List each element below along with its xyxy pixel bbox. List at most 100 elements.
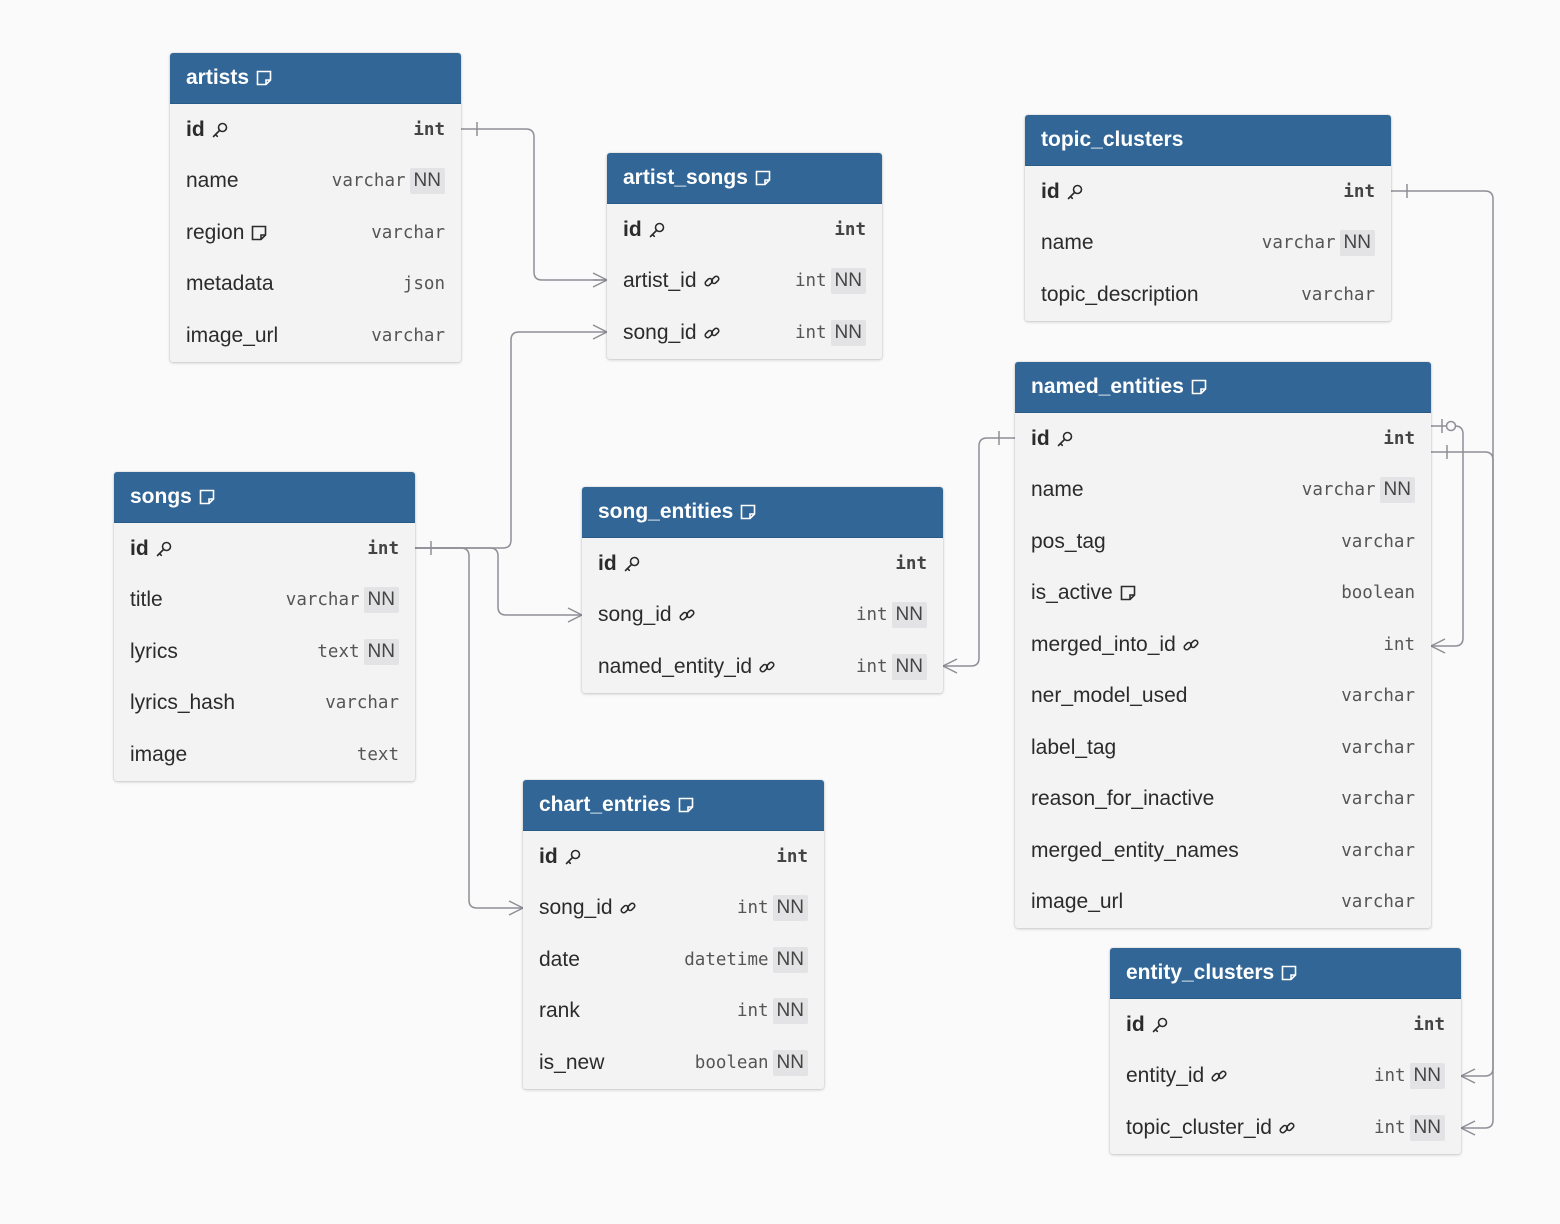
field-type: int bbox=[855, 656, 888, 677]
field-name: artist_id bbox=[623, 269, 721, 293]
field-row[interactable]: image_url varchar bbox=[170, 310, 461, 362]
field-type: int bbox=[1383, 428, 1415, 449]
field-name-text: lyrics bbox=[130, 639, 178, 663]
table-header[interactable]: songs bbox=[114, 472, 415, 523]
table-header[interactable]: artists bbox=[170, 53, 461, 104]
field-type: int bbox=[1373, 1066, 1406, 1087]
table-header[interactable]: chart_entries bbox=[523, 780, 824, 831]
field-type: int bbox=[736, 1001, 769, 1022]
field-name: song_id bbox=[598, 603, 696, 627]
many-marker bbox=[1460, 1120, 1476, 1136]
field-name-text: name bbox=[1031, 478, 1084, 502]
not-null-badge: NN bbox=[772, 998, 808, 1025]
field-name: is_new bbox=[539, 1051, 604, 1075]
note-icon bbox=[739, 503, 757, 521]
field-name: id bbox=[598, 552, 641, 576]
link-icon bbox=[758, 658, 776, 676]
link-artists-artist-songs bbox=[461, 128, 607, 281]
field-type: int bbox=[834, 219, 866, 240]
field-type: varchar bbox=[371, 325, 445, 346]
field-name: rank bbox=[539, 999, 580, 1023]
not-null-badge: NN bbox=[830, 268, 866, 295]
table-header[interactable]: artist_songs bbox=[607, 153, 882, 204]
field-name-text: date bbox=[539, 947, 580, 971]
field-name: merged_into_id bbox=[1031, 633, 1200, 657]
field-name: reason_for_inactive bbox=[1031, 787, 1214, 811]
key-icon bbox=[564, 848, 582, 866]
field-name: image_url bbox=[186, 324, 278, 348]
field-name-text: song_id bbox=[598, 603, 672, 627]
table-header[interactable]: entity_clusters bbox=[1110, 948, 1461, 999]
note-icon bbox=[1280, 964, 1298, 982]
field-name-text: artist_id bbox=[623, 269, 697, 293]
link-icon bbox=[1278, 1119, 1296, 1137]
table-header[interactable]: topic_clusters bbox=[1025, 115, 1391, 166]
note-icon bbox=[250, 224, 268, 242]
field-name-text: reason_for_inactive bbox=[1031, 787, 1215, 811]
field-type: varchar bbox=[1341, 789, 1415, 810]
field-type: text bbox=[356, 744, 399, 765]
many-marker bbox=[942, 658, 958, 674]
field-type: varchar bbox=[1341, 892, 1415, 913]
field-name: name bbox=[1031, 478, 1084, 502]
table-header[interactable]: named_entities bbox=[1015, 362, 1431, 413]
field-name-text: is_new bbox=[539, 1050, 605, 1074]
field-name: is_active bbox=[1031, 581, 1137, 605]
field-type: boolean bbox=[1341, 583, 1415, 604]
field-name: song_id bbox=[539, 896, 637, 920]
field-name-text: id bbox=[598, 551, 617, 575]
field-row[interactable]: is_active boolean bbox=[1015, 568, 1431, 620]
not-null-badge: NN bbox=[363, 638, 399, 665]
field-name-text: id bbox=[1031, 426, 1050, 450]
field-row[interactable]: reason_for_inactive varchar bbox=[1015, 774, 1431, 826]
link-icon bbox=[678, 606, 696, 624]
field-type: boolean bbox=[694, 1052, 769, 1073]
field-name: merged_entity_names bbox=[1031, 839, 1239, 863]
table-header[interactable]: song_entities bbox=[582, 487, 943, 538]
field-row[interactable]: id int bbox=[1015, 413, 1431, 465]
not-null-badge: NN bbox=[1379, 477, 1415, 504]
field-name-text: merged_into_id bbox=[1031, 632, 1176, 656]
